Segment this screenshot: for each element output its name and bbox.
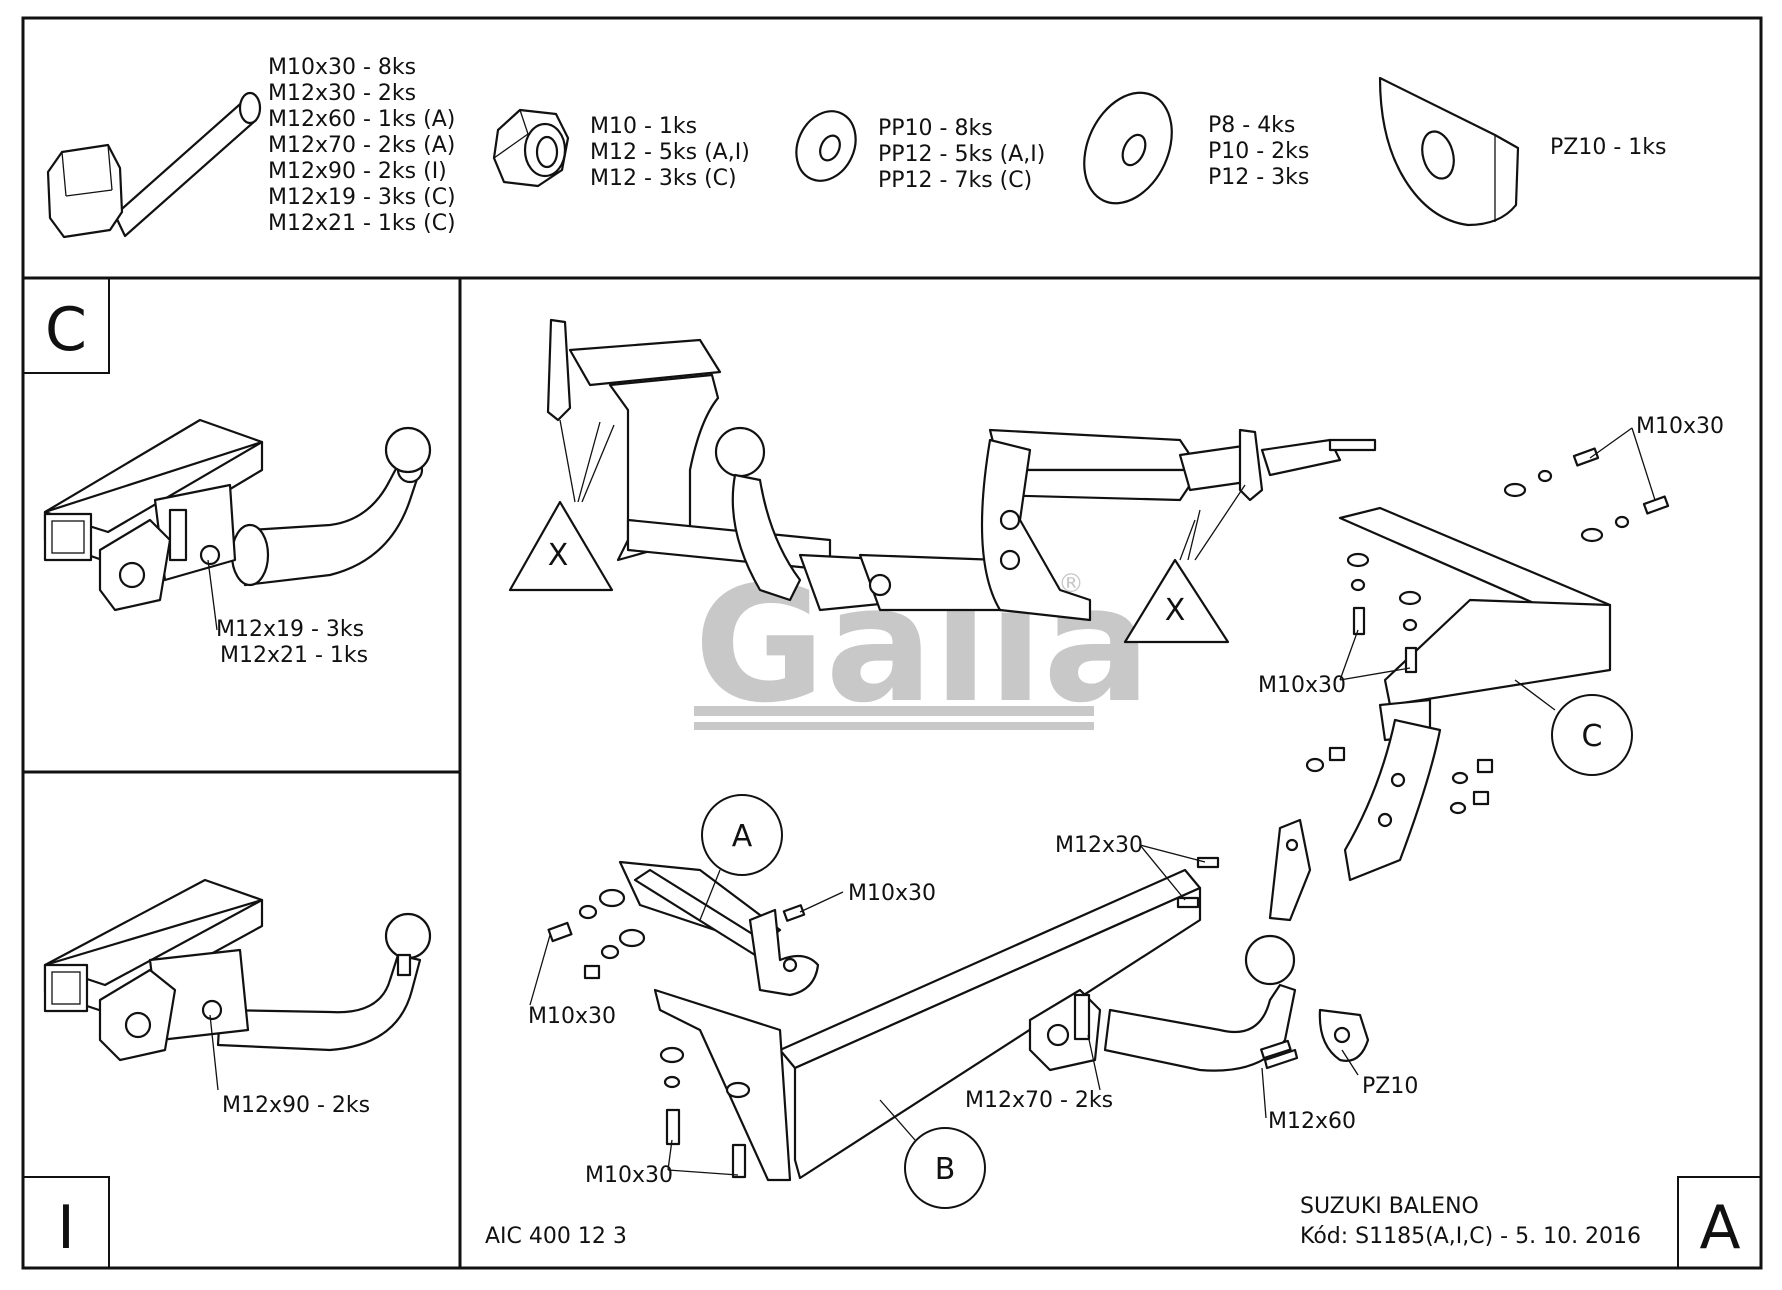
bolt-line: M12x70 - 2ks (A)	[268, 133, 455, 158]
main-crossbar-b	[618, 860, 1202, 1182]
nut-line: M12 - 5ks (A,I)	[590, 140, 750, 165]
spring-washer-illustration	[795, 110, 857, 182]
x-marker-left: X	[508, 419, 615, 592]
fasteners	[547, 447, 1670, 1179]
callout-label: M12x70 - 2ks	[965, 1088, 1113, 1113]
plate-line: PZ10 - 1ks	[1550, 135, 1666, 160]
washer-line: P12 - 3ks	[1208, 165, 1309, 190]
nut-line: M12 - 3ks (C)	[590, 166, 737, 191]
svg-text:B: B	[935, 1152, 956, 1187]
bolt-line: M12x30 - 2ks	[268, 81, 416, 106]
callout-circle-a: A	[699, 794, 783, 921]
bolt-line: M12x60 - 1ks (A)	[268, 107, 455, 132]
flat-washer-illustration	[1083, 91, 1173, 205]
x-marker-right: X	[1123, 484, 1246, 644]
panel-c-callout: M12x19 - 3ks	[216, 617, 364, 642]
panel-c-detail-drawing	[43, 418, 432, 612]
callout-circle-c: C	[1514, 679, 1633, 776]
reinforcement-plate-illustration	[1378, 76, 1520, 227]
svg-text:X: X	[548, 538, 569, 573]
washer-line: P10 - 2ks	[1208, 139, 1309, 164]
panel-c-letter: C	[45, 295, 87, 365]
flat-washer-list: P8 - 4ks P10 - 2ks P12 - 3ks	[1208, 113, 1309, 190]
corner-letter-a: A	[1699, 1193, 1740, 1263]
callout-label: M10x30	[1258, 673, 1346, 698]
leader-lines	[529, 427, 1656, 1176]
washer-line: PP12 - 5ks (A,I)	[878, 142, 1045, 167]
callout-label: M12x60	[1268, 1109, 1356, 1134]
bolt-line: M12x90 - 2ks (I)	[268, 159, 447, 184]
callout-label: M10x30	[1636, 414, 1724, 439]
callout-label: M10x30	[848, 881, 936, 906]
svg-text:C: C	[1582, 719, 1603, 754]
washer-line: PP12 - 7ks (C)	[878, 168, 1032, 193]
upper-tow-bar-assembly	[546, 318, 1377, 622]
callout-circle-b: B	[879, 1099, 986, 1209]
bolt-line: M12x19 - 3ks (C)	[268, 185, 456, 210]
vehicle-name: SUZUKI BALENO	[1300, 1194, 1479, 1219]
panel-i-callout: M12x90 - 2ks	[222, 1093, 370, 1118]
document-code: Kód: S1185(A,I,C) - 5. 10. 2016	[1300, 1224, 1641, 1249]
bolt-illustration	[46, 91, 262, 239]
svg-text:X: X	[1165, 593, 1186, 628]
callout-label: M12x30	[1055, 833, 1143, 858]
nut-list: M10 - 1ks M12 - 5ks (A,I) M12 - 3ks (C)	[590, 114, 750, 191]
bolt-line: M12x21 - 1ks (C)	[268, 211, 456, 236]
tow-ball-assembly	[1028, 934, 1370, 1072]
aic-code: AIC 400 12 3	[485, 1224, 627, 1249]
nut-illustration	[492, 108, 570, 188]
panel-c-callout: M12x21 - 1ks	[220, 643, 368, 668]
plate-list: PZ10 - 1ks	[1550, 135, 1666, 160]
bolt-line: M10x30 - 8ks	[268, 55, 416, 80]
panel-i-detail-drawing	[43, 878, 432, 1062]
spring-washer-list: PP10 - 8ks PP12 - 5ks (A,I) PP12 - 7ks (…	[878, 116, 1045, 193]
callout-label: PZ10	[1362, 1074, 1418, 1099]
nut-line: M10 - 1ks	[590, 114, 697, 139]
drawing-frame	[21, 16, 1763, 1270]
right-crossbar-c	[1268, 506, 1612, 922]
callout-label: M10x30	[585, 1163, 673, 1188]
washer-line: PP10 - 8ks	[878, 116, 993, 141]
leader-line	[209, 1014, 219, 1091]
bolt-list: M10x30 - 8ks M12x30 - 2ks M12x60 - 1ks (…	[268, 55, 456, 236]
leader-line	[207, 559, 218, 631]
svg-text:A: A	[732, 819, 753, 854]
washer-line: P8 - 4ks	[1208, 113, 1295, 138]
panel-i-letter: I	[57, 1193, 75, 1263]
callout-label: M10x30	[528, 1004, 616, 1029]
